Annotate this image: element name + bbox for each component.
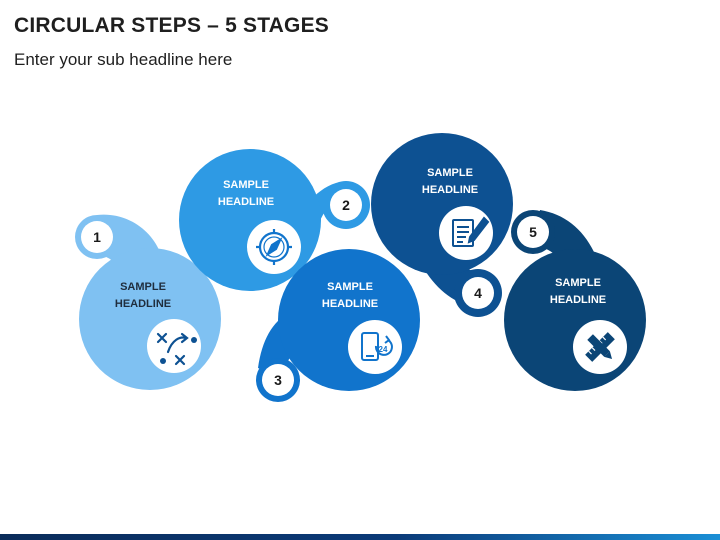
stage-2-label-line2: HEADLINE <box>218 196 274 208</box>
stage-5-number: 5 <box>529 224 537 240</box>
stage-3-label-line1: SAMPLE <box>327 281 373 293</box>
stage-4-circle <box>371 133 513 275</box>
stage-1-number: 1 <box>93 229 101 245</box>
stage-1-label-line1: SAMPLE <box>120 281 166 293</box>
stage-1-number-circle <box>81 221 113 253</box>
stage-5: 5 SAMPLE HEADLINE <box>504 210 646 391</box>
stage-4-number: 4 <box>474 285 482 301</box>
stage-3: 3 SAMPLE HEADLINE 24 <box>256 249 420 402</box>
footer-accent-bar <box>0 534 720 540</box>
mobile-24-hours-icon: 24 <box>361 332 393 361</box>
stage-4-label-line2: HEADLINE <box>422 184 478 196</box>
stage-2-number: 2 <box>342 197 350 213</box>
stage-3-number: 3 <box>274 372 282 388</box>
stage-3-label-line2: HEADLINE <box>322 298 378 310</box>
stage-2-number-circle <box>330 189 362 221</box>
svg-text:24: 24 <box>379 345 388 354</box>
stage-4-number-circle <box>462 277 494 309</box>
stage-3-circle <box>278 249 420 391</box>
stage-5-circle <box>504 249 646 391</box>
document-edit-icon <box>452 216 490 247</box>
stage-2-label-line1: SAMPLE <box>223 179 269 191</box>
strategy-play-icon <box>156 332 197 366</box>
stage-5-label-line1: SAMPLE <box>555 277 601 289</box>
stage-5-label-line2: HEADLINE <box>550 294 606 306</box>
stage-5-number-circle <box>517 216 549 248</box>
page-subtitle: Enter your sub headline here <box>14 50 233 69</box>
compass-icon <box>256 229 292 265</box>
stage-4: 4 SAMPLE HEADLINE <box>371 133 513 317</box>
stage-1-label-line2: HEADLINE <box>115 298 171 310</box>
ruler-pencil-icon <box>585 332 615 362</box>
stage-4-label-line1: SAMPLE <box>427 167 473 179</box>
page-title: CIRCULAR STEPS – 5 STAGES <box>14 14 329 37</box>
stage-2: 2 SAMPLE HEADLINE <box>179 149 370 291</box>
stage-1-icon-circle <box>147 319 201 373</box>
stage-3-number-circle <box>262 364 294 396</box>
stage-1: 1 SAMPLE HEADLINE <box>75 214 221 390</box>
